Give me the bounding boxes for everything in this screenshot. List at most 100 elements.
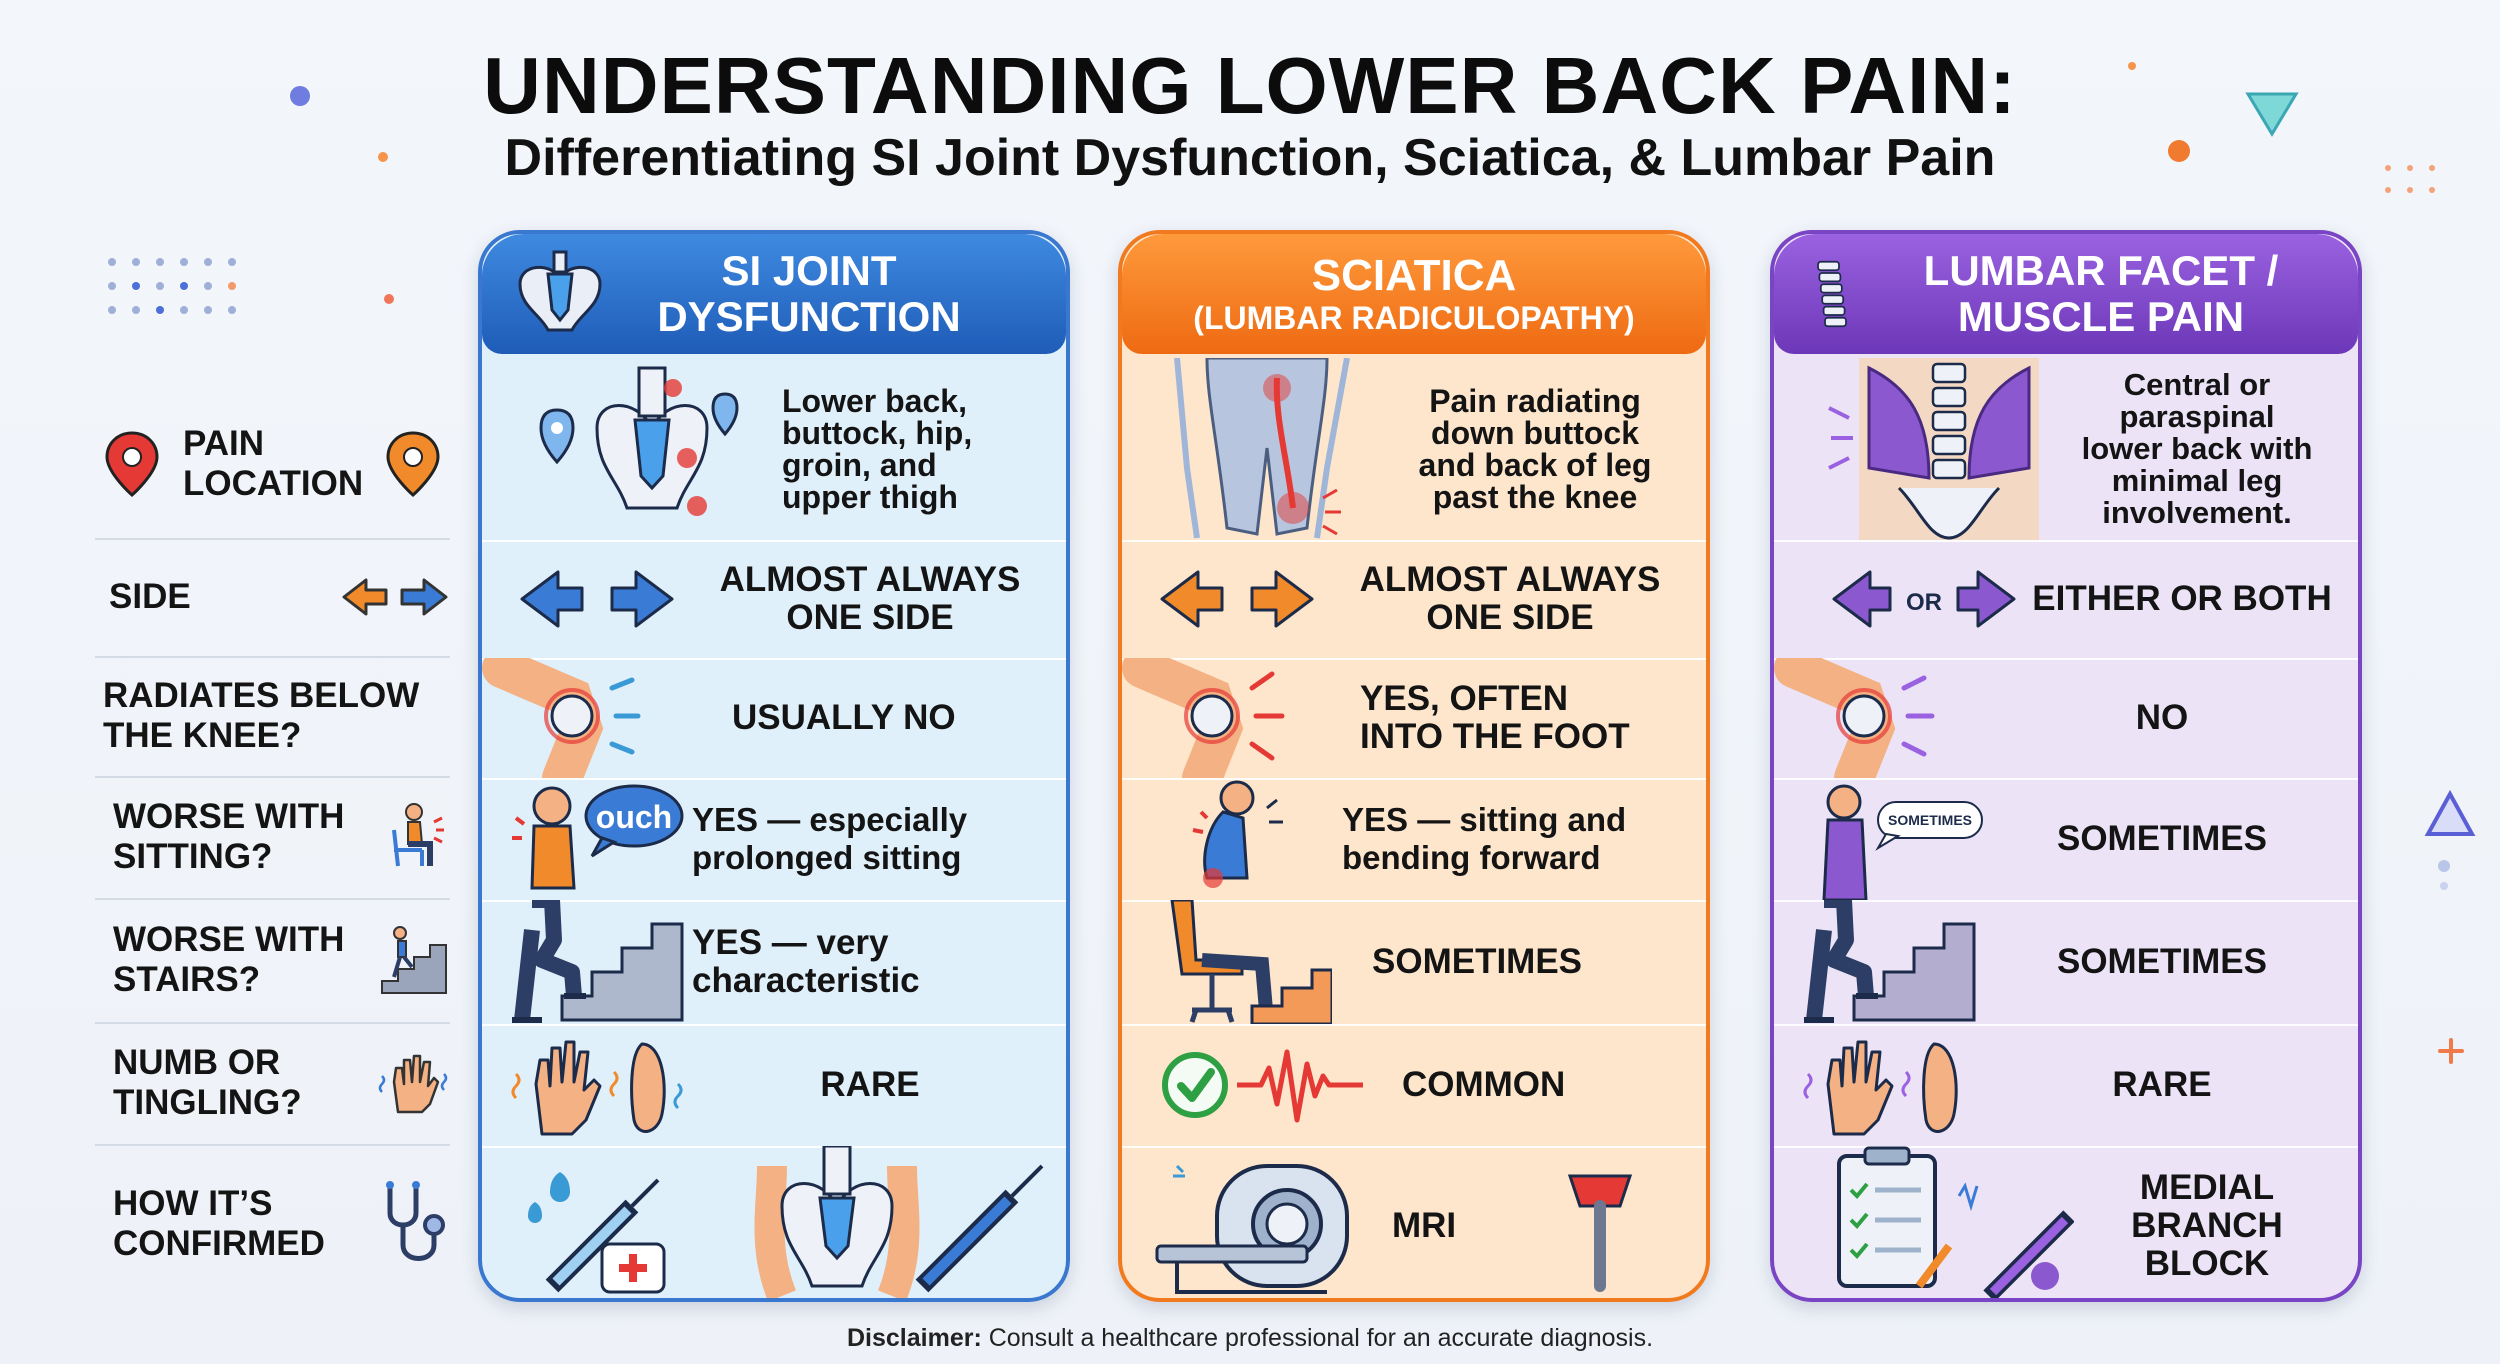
cell-text: ALMOST ALWAYS ONE SIDE: [719, 560, 1021, 637]
cell-text: YES — especially prolonged sitting: [692, 801, 968, 876]
location-pin-icon: [386, 431, 440, 497]
double-arrow-icon: [1160, 570, 1314, 628]
row-label-stairs: WORSE WITH STAIRS?: [95, 898, 450, 1024]
cell-text: SOMETIMES: [2056, 942, 2268, 981]
column-header-sciatica: SCIATICA (LUMBAR RADICULOPATHY): [1122, 234, 1706, 354]
tingling-hand-icon: [378, 1054, 448, 1114]
row-label-text: WORSE WITH STAIRS?: [113, 920, 345, 999]
cell-lumbar-radiates: NO: [1774, 658, 2358, 780]
cell-sciatica-side: ALMOST ALWAYS ONE SIDE: [1122, 540, 1706, 660]
cell-lumbar-pain-location: Central or paraspinal lower back with mi…: [1774, 358, 2358, 542]
cell-text: EITHER OR BOTH: [2032, 579, 2332, 618]
row-label-text: HOW IT’S CONFIRMED: [113, 1184, 325, 1263]
column-header-lumbar: LUMBAR FACET / MUSCLE PAIN: [1774, 234, 2358, 354]
cell-lumbar-confirmed: MEDIAL BRANCH BLOCK: [1774, 1146, 2358, 1298]
column-title: LUMBAR FACET / MUSCLE PAIN: [1923, 247, 2279, 340]
dot-grid-decor: [108, 258, 236, 314]
cell-sciatica-radiates: YES, OFTEN INTO THE FOOT: [1122, 658, 1706, 780]
cell-lumbar-side: OR EITHER OR BOTH: [1774, 540, 2358, 660]
bent-person-illustration: [1192, 780, 1283, 888]
leg-pain-illustration: [1174, 358, 1350, 539]
pelvis-pain-illustration: [539, 366, 739, 516]
cell-text: USUALLY NO: [732, 698, 956, 737]
cell-sciatica-confirmed: MRI: [1122, 1146, 1706, 1298]
disclaimer-text: Consult a healthcare professional for an…: [981, 1324, 1654, 1352]
cell-lumbar-numb: RARE: [1774, 1024, 2358, 1148]
page-title: UNDERSTANDING LOWER BACK PAIN:: [483, 41, 2017, 130]
reflex-hammer-icon: [1567, 1174, 1633, 1292]
cell-text: Lower back, buttock, hip, groin, and upp…: [782, 383, 973, 515]
row-label-numb: NUMB OR TINGLING?: [95, 1022, 450, 1146]
stairs-climber-illustration: [512, 900, 684, 1023]
row-label-pain-location: PAIN LOCATION: [95, 390, 450, 540]
lumbar-muscle-illustration: [1828, 358, 2039, 540]
decor-dot: [2438, 860, 2450, 872]
cell-si-side: ALMOST ALWAYS ONE SIDE: [482, 540, 1066, 660]
cell-text: YES — sitting and bending forward: [1342, 801, 1627, 876]
cell-si-pain-location: Lower back, buttock, hip, groin, and upp…: [482, 358, 1066, 542]
row-label-text: SIDE: [109, 577, 191, 616]
cell-text: MRI: [1392, 1206, 1457, 1245]
knee-icon: [1774, 658, 1935, 778]
cell-text: Central or paraspinal lower back with mi…: [2081, 367, 2313, 530]
cell-si-radiates: USUALLY NO: [482, 658, 1066, 780]
row-label-text: NUMB OR TINGLING?: [113, 1043, 302, 1122]
seated-person-icon: [392, 803, 444, 867]
row-label-side: SIDE: [95, 538, 450, 658]
injection-kit-illustration: [528, 1146, 1044, 1298]
cell-text: ALMOST ALWAYS ONE SIDE: [1359, 560, 1661, 637]
stairs-climber-icon: [381, 926, 447, 994]
double-arrow-icon: [342, 578, 448, 616]
cell-si-stairs: YES — very characteristic: [482, 900, 1066, 1026]
plus-decor-icon: [2438, 1038, 2464, 1064]
row-label-radiates: RADIATES BELOW THE KNEE?: [95, 656, 450, 778]
cell-si-numb: RARE: [482, 1024, 1066, 1148]
person-bubble-illustration: SOMETIMES: [1822, 784, 1983, 900]
spine-icon: [1817, 260, 1847, 328]
column-title: SI JOINT DYSFUNCTION: [657, 247, 961, 340]
page-subtitle: Differentiating SI Joint Dysfunction, Sc…: [504, 129, 1996, 187]
row-label-confirmed: HOW IT’S CONFIRMED: [95, 1144, 450, 1304]
ouch-speech-bubble: ouch: [596, 799, 672, 835]
triangle-decor-icon: [2245, 92, 2299, 137]
stethoscope-icon: [386, 1181, 445, 1261]
row-label-text: PAIN LOCATION: [183, 424, 364, 503]
sometimes-speech-bubble: SOMETIMES: [1888, 812, 1972, 828]
cell-lumbar-sitting: SOMETIMES SOMETIMES: [1774, 778, 2358, 902]
chair-stairs-illustration: [1170, 900, 1332, 1024]
location-pin-icon: [105, 431, 159, 497]
cell-si-confirmed: [482, 1146, 1066, 1298]
column-lumbar: LUMBAR FACET / MUSCLE PAIN Central or pa…: [1770, 230, 2362, 1302]
column-subtitle: (LUMBAR RADICULOPATHY): [1193, 300, 1635, 336]
knee-icon: [1122, 658, 1285, 778]
stairs-climber-illustration: [1804, 900, 1976, 1023]
disclaimer-label: Disclaimer:: [846, 1324, 982, 1352]
cell-sciatica-pain-location: Pain radiating down buttock and back of …: [1122, 358, 1706, 542]
row-label-text: RADIATES BELOW THE KNEE?: [103, 676, 420, 755]
cell-si-sitting: ouch YES — especially prolonged sitting: [482, 778, 1066, 902]
cell-sciatica-numb: COMMON: [1122, 1024, 1706, 1148]
cell-text: SOMETIMES: [2056, 819, 2268, 858]
column-sciatica: SCIATICA (LUMBAR RADICULOPATHY) Pain rad…: [1118, 230, 1710, 1302]
cell-text: RARE: [820, 1065, 920, 1104]
column-title: SCIATICA: [1311, 251, 1517, 300]
either-arrow-icon: OR: [1832, 570, 2016, 628]
mri-scanner-icon: [1155, 1164, 1349, 1294]
person-pain-illustration: ouch: [512, 784, 684, 890]
cell-sciatica-stairs: SOMETIMES: [1122, 900, 1706, 1026]
double-arrow-icon: [520, 570, 674, 628]
decor-dot: [290, 86, 310, 106]
row-label-sitting: WORSE WITH SITTING?: [95, 776, 450, 900]
cell-text: SOMETIMES: [1372, 942, 1583, 981]
row-label-text: WORSE WITH SITTING?: [113, 797, 345, 876]
nerve-signal-icon: [1162, 1049, 1363, 1123]
clipboard-injection-icon: [1837, 1146, 2074, 1298]
decor-dot: [378, 152, 388, 162]
cell-text: RARE: [2112, 1065, 2212, 1104]
or-label: OR: [1906, 589, 1942, 616]
cell-text: YES, OFTEN INTO THE FOOT: [1360, 679, 1630, 756]
knee-icon: [482, 658, 641, 778]
cell-sciatica-sitting: YES — sitting and bending forward: [1122, 778, 1706, 902]
decor-dot: [384, 294, 394, 304]
cell-text: COMMON: [1402, 1065, 1566, 1104]
